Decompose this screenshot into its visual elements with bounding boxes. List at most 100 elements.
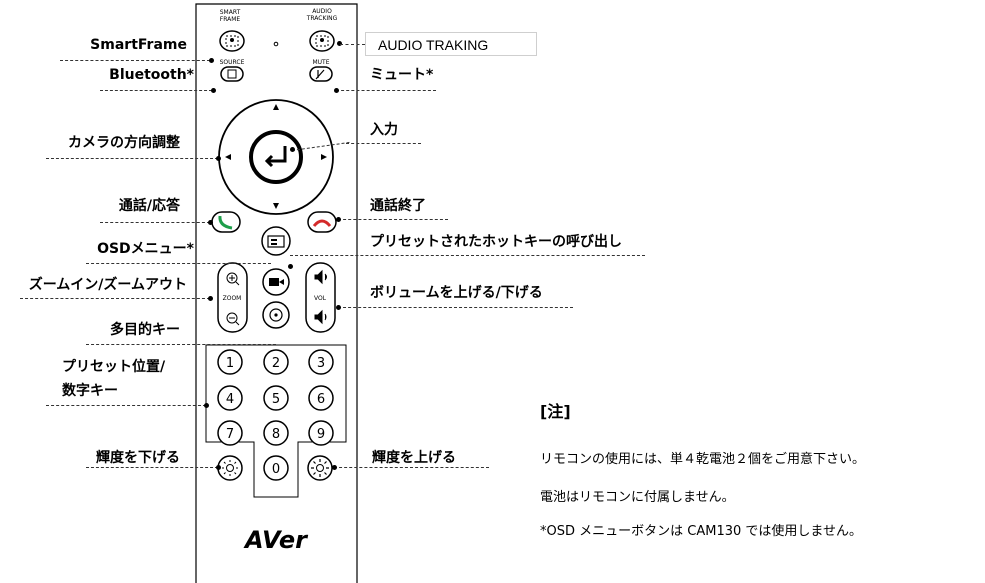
key-7-button[interactable]: 7 — [217, 420, 243, 446]
left-arrow-icon[interactable] — [225, 154, 231, 160]
key-label: 9 — [317, 427, 325, 442]
mute-button[interactable] — [309, 66, 333, 82]
key-3-button[interactable]: 3 — [308, 349, 334, 375]
label-zoom: ズームイン/ズームアウト — [28, 277, 187, 293]
zoom-caption: ZOOM — [223, 295, 242, 302]
leader-dot — [216, 156, 221, 161]
key-label: 5 — [272, 392, 280, 407]
leader-dot — [211, 88, 216, 93]
label-bluetooth: Bluetooth* — [109, 67, 194, 83]
leader-dot — [336, 217, 341, 222]
leader-dot — [208, 296, 213, 301]
note-title: [注] — [540, 402, 571, 421]
leader-brightness-up — [334, 467, 489, 468]
indicator-led — [273, 41, 279, 47]
key-4-button[interactable]: 4 — [217, 385, 243, 411]
leader-dot — [290, 147, 295, 152]
leader-volume — [338, 307, 573, 308]
leader-dot — [336, 305, 341, 310]
up-arrow-icon[interactable] — [273, 104, 279, 110]
volume-caption: VOL — [314, 295, 327, 302]
osd-menu-button[interactable] — [261, 226, 291, 256]
key-label: 1 — [226, 356, 234, 371]
key-label: 8 — [272, 427, 280, 442]
volume-rocker[interactable] — [305, 262, 336, 333]
leader-call-answer — [100, 222, 210, 223]
label-smartframe: SmartFrame — [90, 37, 187, 53]
multi-purpose-button[interactable] — [262, 301, 290, 329]
key-1-button[interactable]: 1 — [217, 349, 243, 375]
down-arrow-icon[interactable] — [273, 203, 279, 209]
brightness-down-button[interactable] — [217, 455, 243, 481]
key-label: 6 — [317, 392, 325, 407]
leader-brightness-down — [86, 467, 218, 468]
leader-call-end — [338, 219, 448, 220]
label-call-end: 通話終了 — [370, 198, 426, 214]
preset-hotkey-button[interactable] — [262, 268, 290, 296]
key-label: 7 — [226, 427, 234, 442]
call-end-button[interactable] — [307, 211, 337, 233]
leader-mute — [336, 90, 436, 91]
label-camera-direction: カメラの方向調整 — [68, 135, 180, 151]
source-caption: SOURCE — [220, 59, 245, 66]
key-5-button[interactable]: 5 — [263, 385, 289, 411]
leader-dot — [208, 220, 213, 225]
leader-dot — [334, 88, 339, 93]
label-preset-hotkey: プリセットされたホットキーの呼び出し — [370, 234, 622, 250]
brightness-up-button[interactable] — [307, 455, 333, 481]
audio-tracking-button[interactable] — [309, 30, 335, 52]
leader-preset-position — [46, 405, 206, 406]
smartframe-button[interactable] — [219, 30, 245, 52]
key-label: 2 — [272, 356, 280, 371]
leader-bluetooth — [100, 90, 212, 91]
leader-audio-tracking — [340, 44, 365, 45]
label-preset-position-2: 数字キー — [62, 383, 118, 399]
leader-dot — [337, 41, 342, 46]
remote-body — [195, 3, 358, 583]
key-label: 4 — [226, 392, 234, 407]
key-label: 0 — [272, 462, 280, 477]
leader-smartframe — [60, 60, 210, 61]
audio-tracking-caption-2: TRACKING — [306, 15, 338, 22]
label-brightness-up: 輝度を上げる — [372, 450, 456, 466]
key-0-button[interactable]: 0 — [263, 455, 289, 481]
right-arrow-icon[interactable] — [321, 154, 327, 160]
leader-dot — [332, 465, 337, 470]
label-call-answer: 通話/応答 — [118, 198, 180, 214]
audio-tracking-label: AUDIO TRAKING — [365, 32, 537, 56]
audio-tracking-caption-1: AUDIO — [312, 8, 332, 15]
leader-multi-key — [86, 344, 276, 345]
note-line-2: 電池はリモコンに付属しません。 — [540, 490, 735, 505]
dpad[interactable] — [218, 99, 334, 215]
label-multi-key: 多目的キー — [110, 322, 180, 338]
volume-down-icon[interactable] — [314, 309, 327, 325]
label-osd-menu: OSDメニュー* — [97, 241, 194, 257]
key-2-button[interactable]: 2 — [263, 349, 289, 375]
mute-caption: MUTE — [312, 59, 329, 66]
leader-zoom — [20, 298, 210, 299]
zoom-out-icon[interactable] — [226, 312, 238, 324]
volume-up-icon[interactable] — [314, 269, 327, 285]
label-brightness-down: 輝度を下げる — [96, 450, 180, 466]
label-input: 入力 — [370, 122, 398, 138]
label-volume: ボリュームを上げる/下げる — [370, 285, 543, 301]
leader-dot — [216, 465, 221, 470]
key-6-button[interactable]: 6 — [308, 385, 334, 411]
leader-camera-direction — [46, 158, 218, 159]
leader-osd-menu — [86, 263, 271, 264]
enter-button[interactable] — [249, 130, 303, 184]
label-mute: ミュート* — [370, 67, 434, 83]
leader-dot — [209, 58, 214, 63]
note-line-1: リモコンの使用には、単４乾電池２個をご用意下さい。 — [540, 452, 866, 467]
key-label: 3 — [317, 356, 325, 371]
zoom-in-icon[interactable] — [226, 272, 238, 284]
key-8-button[interactable]: 8 — [263, 420, 289, 446]
smartframe-caption-1: SMART — [220, 9, 241, 16]
call-answer-button[interactable] — [211, 211, 241, 233]
smartframe-caption-2: FRAME — [220, 16, 241, 23]
leader-dot — [204, 403, 209, 408]
source-button[interactable] — [220, 66, 244, 82]
leader-input — [346, 143, 421, 144]
key-9-button[interactable]: 9 — [308, 420, 334, 446]
enter-icon — [264, 146, 287, 168]
